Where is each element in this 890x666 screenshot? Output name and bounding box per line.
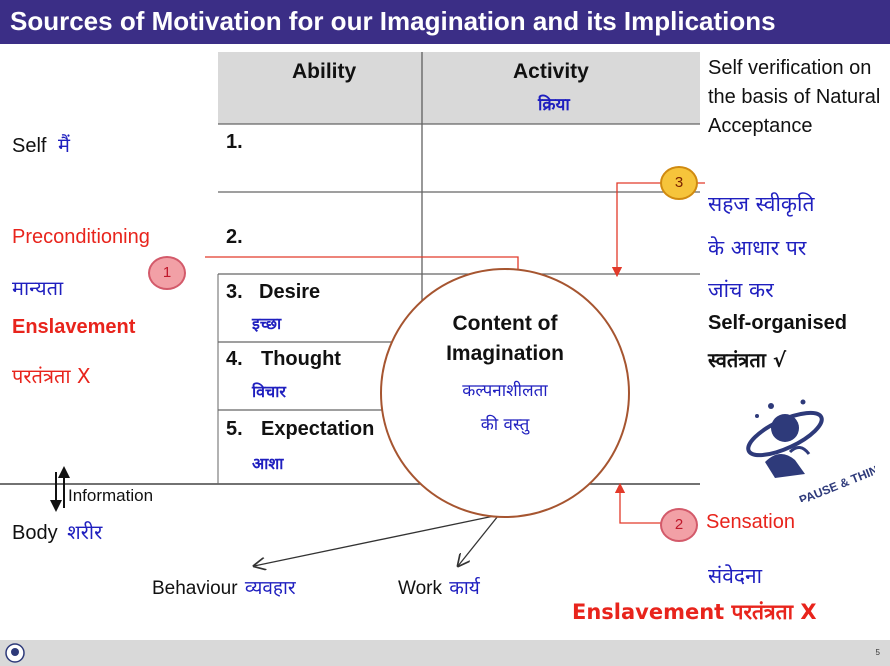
row-3-hindi: इच्छा xyxy=(252,314,282,333)
aadhar-text: के आधार पर xyxy=(708,236,807,260)
slide-footer: 5 xyxy=(0,640,890,666)
partantrata-label: परतंत्रता X xyxy=(12,364,91,388)
sahaj-text: सहज स्वीकृति xyxy=(708,192,815,216)
content-of-imagination-circle: Content of Imagination कल्पनाशीलता की वस… xyxy=(380,268,630,518)
circle-line2: Imagination xyxy=(446,342,564,365)
work-text: Work xyxy=(398,578,442,599)
page-number: 5 xyxy=(875,648,880,657)
body-text: Body xyxy=(12,522,58,544)
circle-hindi2: की वस्तु xyxy=(480,415,530,435)
footer-logo-icon xyxy=(5,643,25,663)
row-1-number: 1. xyxy=(226,131,243,153)
slide-title: Sources of Motivation for our Imaginatio… xyxy=(10,6,776,36)
circle-hindi1: कल्पनाशीलता xyxy=(462,381,548,401)
row-3-label: Desire xyxy=(259,281,321,303)
work-hindi: कार्य xyxy=(449,577,480,599)
swatantrata-text: स्वतंत्रता √ xyxy=(708,348,787,372)
self-hindi: मैं xyxy=(58,133,70,157)
self-verification-text: Self verification on the basis of Natura… xyxy=(708,57,881,137)
body-hindi: शरीर xyxy=(67,520,103,544)
badge-3: 3 xyxy=(660,166,698,200)
row-5-number: 5. xyxy=(226,418,243,440)
arrow-behaviour xyxy=(254,515,495,566)
col-activity-hindi: क्रिया xyxy=(538,95,570,115)
row-4-hindi: विचार xyxy=(252,382,286,401)
maanyata-label: मान्यता xyxy=(12,276,64,300)
enslavement-partantrata-text: Enslavement परतंत्रता X xyxy=(572,600,817,624)
table-header-band xyxy=(218,52,700,124)
circle-line1: Content of xyxy=(452,312,558,335)
arrow-badge3 xyxy=(611,182,705,278)
badge-2: 2 xyxy=(660,508,698,542)
row-4-number: 4. xyxy=(226,348,243,370)
title-bar: Sources of Motivation for our Imaginatio… xyxy=(0,0,890,44)
diagram-lines xyxy=(0,52,705,640)
row-5-hindi: आशा xyxy=(252,454,284,473)
self-label: Self मैं xyxy=(12,131,70,158)
self-organised-text: Self-organised xyxy=(708,312,847,334)
preconditioning-label: Preconditioning xyxy=(12,226,150,248)
row-2-number: 2. xyxy=(226,226,243,248)
jaanch-text: जांच कर xyxy=(708,278,774,302)
col-ability-header: Ability xyxy=(292,60,357,83)
enslavement-label: Enslavement xyxy=(12,316,136,338)
arrow-badge2 xyxy=(614,482,662,524)
pause-think-logo-text: PAUSE & THINK xyxy=(797,459,875,502)
badge-1: 1 xyxy=(148,256,186,290)
work-label: Work कार्य xyxy=(398,574,480,600)
behaviour-text: Behaviour xyxy=(152,578,238,599)
samvedna-text: संवेदना xyxy=(708,564,763,588)
behaviour-hindi: व्यवहार xyxy=(244,577,296,599)
col-activity-header: Activity xyxy=(513,60,589,83)
arrow-work xyxy=(458,515,499,566)
sensation-text: Sensation xyxy=(706,511,795,533)
row-4-label: Thought xyxy=(261,348,341,370)
body-label: Body शरीर xyxy=(12,518,102,545)
row-3-number: 3. xyxy=(226,281,243,303)
information-label: Information xyxy=(68,486,154,505)
pause-and-think-logo: PAUSE & THINK xyxy=(746,399,875,502)
row-5-label: Expectation xyxy=(261,418,375,440)
self-text: Self xyxy=(12,135,47,157)
behaviour-label: Behaviour व्यवहार xyxy=(152,574,296,600)
